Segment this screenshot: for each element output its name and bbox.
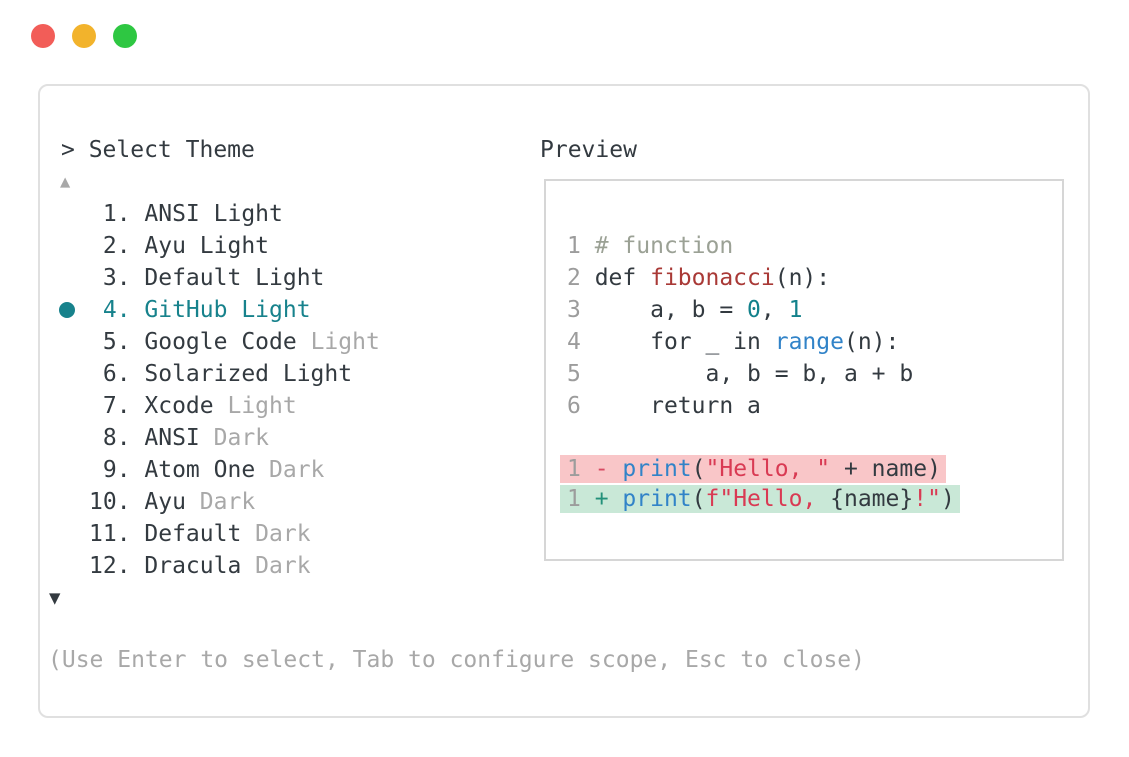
theme-list-item[interactable]: 4. GitHub Light <box>59 294 380 326</box>
theme-name: Solarized Light <box>144 361 353 387</box>
select-theme-prompt: > Select Theme <box>61 137 255 163</box>
diff-line-added: 1 + print(f"Hello, {name}!") <box>560 484 1062 514</box>
theme-list-item[interactable]: 9. Atom One Dark <box>89 454 380 486</box>
window-controls <box>31 24 137 48</box>
theme-name-suffix: Light <box>213 393 297 419</box>
theme-number: 9. <box>89 457 145 483</box>
theme-name: ANSI Light <box>144 201 283 227</box>
theme-name-suffix: Dark <box>185 489 256 515</box>
theme-list-item[interactable]: 11. Default Dark <box>89 518 380 550</box>
theme-name: Default <box>144 521 242 547</box>
theme-list-item[interactable]: 8. ANSI Dark <box>89 422 380 454</box>
preview-panel: 1 # function 2 def fibonacci(n): 3 a, b = … <box>544 179 1064 561</box>
theme-list-item[interactable]: 7. Xcode Light <box>89 390 380 422</box>
theme-list-item[interactable]: 12. Dracula Dark <box>89 550 380 582</box>
close-button[interactable] <box>31 24 55 48</box>
theme-number: 11. <box>89 521 145 547</box>
theme-list-item[interactable]: 1. ANSI Light <box>89 198 380 230</box>
keyboard-hint: (Use Enter to select, Tab to configure s… <box>48 647 865 673</box>
theme-list-item[interactable]: 10. Ayu Dark <box>89 486 380 518</box>
theme-number: 5. <box>89 329 145 355</box>
theme-number: 12. <box>89 553 145 579</box>
theme-list-item[interactable]: 2. Ayu Light <box>89 230 380 262</box>
zoom-button[interactable] <box>113 24 137 48</box>
theme-number: 4. <box>89 297 145 323</box>
code-line: 3 a, b = 0, 1 <box>567 297 803 323</box>
theme-name: Ayu Light <box>144 233 270 259</box>
scroll-down-indicator-icon[interactable]: ▼ <box>49 587 61 609</box>
diff-preview: 1 - print("Hello, " + name)1 + print(f"H… <box>560 454 1062 514</box>
theme-name-suffix: Light <box>296 329 380 355</box>
theme-number: 3. <box>89 265 145 291</box>
theme-name-suffix: Dark <box>255 457 325 483</box>
scroll-up-indicator-icon[interactable]: ▲ <box>60 172 71 192</box>
preview-label: Preview <box>540 137 637 163</box>
selected-bullet-icon <box>59 302 75 318</box>
theme-name: Atom One <box>144 457 256 483</box>
code-preview: 1 # function 2 def fibonacci(n): 3 a, b = … <box>567 230 1062 422</box>
code-line: 1 # function <box>567 233 734 259</box>
theme-name: GitHub Light <box>144 297 311 323</box>
theme-name: Xcode <box>144 393 214 419</box>
code-line: 6 return a <box>567 393 761 419</box>
theme-name: Dracula <box>144 553 242 579</box>
theme-name: ANSI <box>144 425 200 451</box>
theme-number: 2. <box>89 233 145 259</box>
theme-number: 6. <box>89 361 145 387</box>
minimize-button[interactable] <box>72 24 96 48</box>
theme-number: 1. <box>89 201 145 227</box>
theme-list-item[interactable]: 6. Solarized Light <box>89 358 380 390</box>
code-line: 5 a, b = b, a + b <box>567 361 914 387</box>
code-line: 2 def fibonacci(n): <box>567 265 831 291</box>
theme-name-suffix: Dark <box>241 521 311 547</box>
theme-number: 7. <box>89 393 145 419</box>
theme-name-suffix: Dark <box>241 553 311 579</box>
theme-number: 8. <box>89 425 145 451</box>
theme-name-suffix: Dark <box>199 425 270 451</box>
app-window: > Select Theme Preview ▲ 1. ANSI Light 2… <box>38 84 1090 718</box>
code-line: 4 for _ in range(n): <box>567 329 900 355</box>
theme-list-item[interactable]: 3. Default Light <box>89 262 380 294</box>
theme-name: Google Code <box>144 329 297 355</box>
theme-number: 10. <box>89 489 145 515</box>
theme-list: 1. ANSI Light 2. Ayu Light 3. Default Li… <box>59 198 380 582</box>
theme-list-item[interactable]: 5. Google Code Light <box>89 326 380 358</box>
diff-line-removed: 1 - print("Hello, " + name) <box>560 454 1062 484</box>
theme-name: Default Light <box>144 265 325 291</box>
theme-name: Ayu <box>144 489 186 515</box>
